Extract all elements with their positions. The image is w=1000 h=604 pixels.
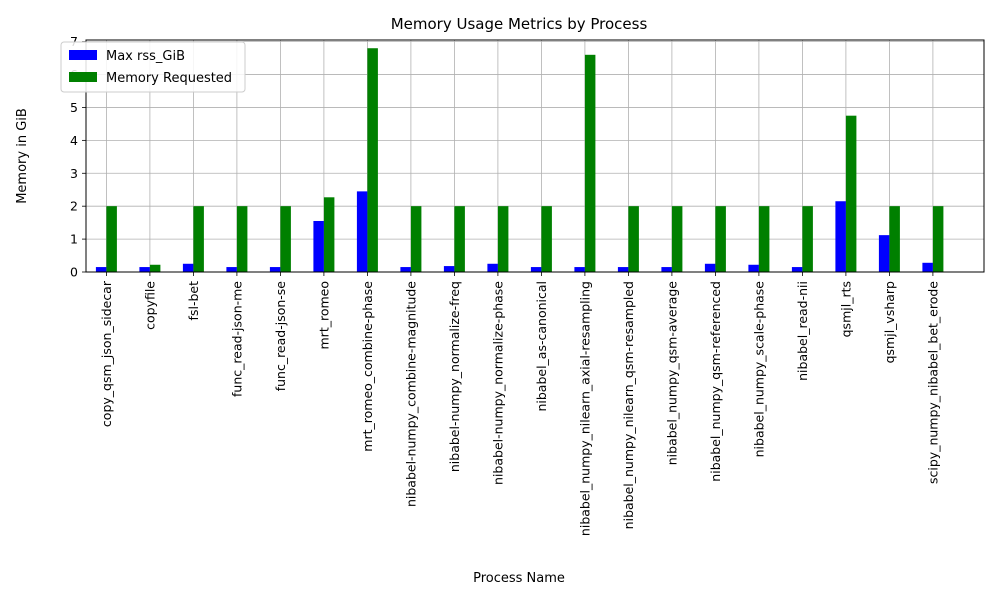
legend-frame — [60, 41, 246, 93]
bar-memory-requested — [323, 197, 335, 272]
x-tick-label: copyfile — [142, 281, 157, 330]
bar-max-rss — [791, 267, 803, 272]
legend: Max rss_GiB Memory Requested — [60, 41, 246, 93]
bar-memory-requested — [367, 48, 378, 272]
x-tick-label: nibabel-numpy_normalize-freq — [447, 281, 462, 472]
bar-max-rss — [922, 262, 933, 272]
bar-max-rss — [182, 263, 194, 272]
y-tick-label: 4 — [70, 133, 78, 148]
x-tick-label: nibabel_numpy_nilearn_axial-resampling — [577, 281, 592, 536]
x-tick-label: nibabel-numpy_normalize-phase — [490, 281, 505, 485]
x-tick-label: nibabel_as-canonical — [534, 281, 549, 412]
x-tick-label: scipy_numpy_nibabel_bet_erode — [925, 281, 940, 484]
bar-memory-requested — [584, 54, 596, 273]
bar-memory-requested — [758, 206, 770, 272]
chart-title: Memory Usage Metrics by Process — [391, 15, 648, 33]
x-tick-label: mrt_romeo — [316, 281, 331, 350]
bars — [95, 48, 944, 273]
bar-max-rss — [400, 267, 411, 272]
x-tick-label: nibabel_numpy_qsm-average — [664, 281, 679, 466]
x-tick-label: qsmjl_vsharp — [882, 281, 897, 363]
bar-max-rss — [356, 191, 368, 272]
y-tick-label: 1 — [70, 232, 78, 247]
y-tick-label: 0 — [70, 265, 78, 280]
bar-max-rss — [835, 201, 846, 272]
x-tick-label: nibabel-numpy_combine-magnitude — [403, 281, 418, 507]
bar-memory-requested — [280, 206, 291, 272]
bar-max-rss — [139, 267, 150, 272]
bar-max-rss — [704, 263, 716, 272]
bar-memory-requested — [497, 206, 509, 272]
bar-max-rss — [487, 263, 498, 272]
bar-max-rss — [443, 266, 455, 272]
bar-memory-requested — [802, 206, 813, 272]
x-tick-label: nibabel_numpy_nilearn_qsm-resampled — [621, 281, 636, 529]
bar-memory-requested — [193, 206, 204, 272]
bar-memory-requested — [410, 206, 422, 272]
bar-max-rss — [574, 267, 585, 272]
bar-memory-requested — [541, 206, 552, 272]
bar-memory-requested — [236, 206, 248, 272]
bar-max-rss — [226, 267, 237, 272]
x-tick-label: func_read-json-se — [273, 281, 288, 392]
y-axis-title: Memory in GiB — [15, 108, 30, 204]
bar-max-rss — [661, 267, 672, 272]
x-axis-title: Process Name — [473, 571, 565, 586]
x-tick-label: nibabel_read-nii — [795, 281, 810, 381]
x-axis: copy_qsm_json_sidecar copyfile fsl-bet func… — [99, 272, 940, 536]
bar-max-rss — [748, 264, 759, 272]
bar-memory-requested — [889, 206, 900, 272]
bar-memory-requested — [149, 264, 161, 272]
bar-max-rss — [617, 267, 629, 272]
bar-memory-requested — [628, 206, 639, 272]
legend-swatch — [69, 50, 97, 60]
bar-max-rss — [269, 267, 281, 272]
bar-max-rss — [313, 220, 324, 272]
legend-label: Max rss_GiB — [106, 49, 185, 64]
x-tick-label: nibabel_numpy_qsm-referenced — [708, 281, 723, 482]
x-tick-label: mrt_romeo_combine-phase — [360, 281, 375, 452]
bar-max-rss — [878, 235, 890, 272]
y-tick-label: 5 — [70, 100, 78, 115]
x-tick-label: copy_qsm_json_sidecar — [99, 280, 114, 427]
bar-memory-requested — [932, 206, 944, 272]
plot-frame — [85, 39, 985, 273]
x-tick-label: nibabel_numpy_scale-phase — [751, 281, 766, 458]
bar-memory-requested — [845, 115, 857, 272]
legend-swatch — [69, 72, 97, 82]
bar-memory-requested — [454, 206, 465, 272]
bar-memory-requested — [106, 206, 117, 272]
y-tick-label: 2 — [70, 199, 78, 214]
bar-memory-requested — [671, 206, 683, 272]
y-tick-label: 3 — [70, 166, 78, 181]
bar-max-rss — [530, 267, 542, 272]
x-tick-label: fsl-bet — [186, 281, 201, 321]
bar-max-rss — [95, 267, 107, 272]
legend-label: Memory Requested — [106, 71, 232, 86]
x-tick-label: func_read-json-me — [229, 281, 244, 397]
x-tick-label: qsmjl_rts — [838, 281, 853, 337]
bar-memory-requested — [715, 206, 726, 272]
